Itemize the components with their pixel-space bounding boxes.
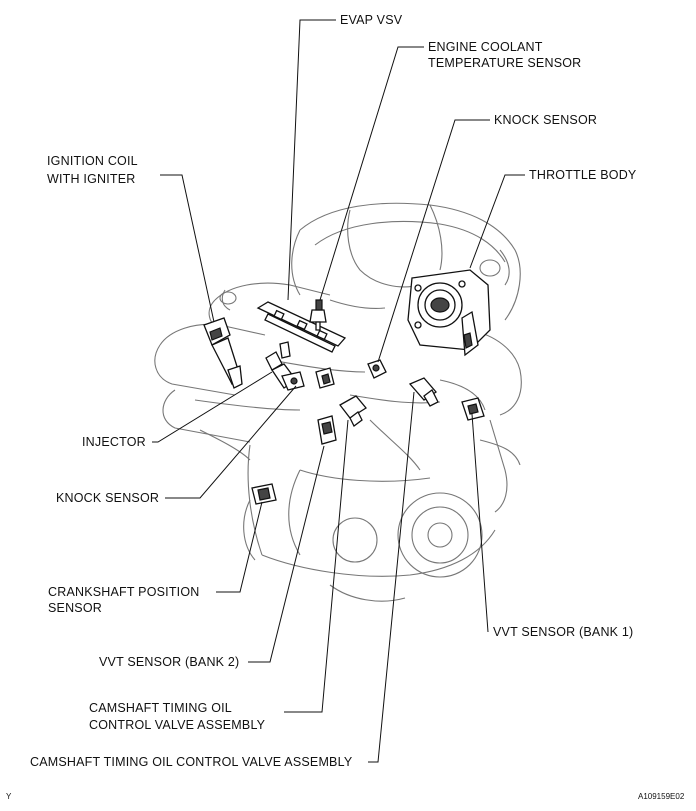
label-ect-sensor-line2: TEMPERATURE SENSOR bbox=[428, 56, 581, 70]
label-ect-sensor-line1: ENGINE COOLANT bbox=[428, 40, 543, 54]
label-vvt-bank1: VVT SENSOR (BANK 1) bbox=[493, 625, 633, 639]
label-ignition-coil-line1: IGNITION COIL bbox=[47, 154, 138, 168]
vvt-sensor-small-part bbox=[317, 415, 337, 445]
ocv-assembly-1-part bbox=[339, 395, 367, 427]
label-vvt-bank2: VVT SENSOR (BANK 2) bbox=[99, 655, 239, 669]
label-throttle-body: THROTTLE BODY bbox=[529, 168, 637, 182]
ignition-coil-part bbox=[203, 317, 243, 389]
label-ignition-coil-line2: WITH IGNITER bbox=[47, 172, 136, 186]
knock-sensor-top-part bbox=[367, 359, 387, 379]
throttle-body-part bbox=[407, 269, 491, 357]
figure-code: A109159E02 bbox=[638, 792, 685, 801]
evap-vsv-rail-part bbox=[256, 301, 347, 353]
label-ocv-1-line1: CAMSHAFT TIMING OIL bbox=[89, 701, 232, 715]
label-knock-sensor-top: KNOCK SENSOR bbox=[494, 113, 597, 127]
label-injector: INJECTOR bbox=[82, 435, 146, 449]
engine-outline bbox=[154, 202, 522, 602]
label-ckp-sensor-line2: SENSOR bbox=[48, 601, 102, 615]
corner-mark: Y bbox=[6, 792, 12, 801]
ocv-assembly-2-part bbox=[408, 377, 439, 407]
knock-sensor-left-part bbox=[281, 371, 305, 391]
vvt-sensor-bank2-part bbox=[315, 367, 335, 389]
leader-lines bbox=[152, 19, 525, 763]
crankshaft-position-sensor-part bbox=[251, 483, 277, 505]
label-knock-sensor-left: KNOCK SENSOR bbox=[56, 491, 159, 505]
engine-coolant-temp-sensor-part bbox=[309, 299, 327, 331]
label-ocv-2: CAMSHAFT TIMING OIL CONTROL VALVE ASSEMB… bbox=[30, 755, 353, 769]
label-ckp-sensor-line1: CRANKSHAFT POSITION bbox=[48, 585, 200, 599]
label-ocv-1-line2: CONTROL VALVE ASSEMBLY bbox=[89, 718, 266, 732]
vvt-sensor-bank1-part bbox=[461, 397, 485, 421]
label-evap-vsv: EVAP VSV bbox=[340, 13, 403, 27]
